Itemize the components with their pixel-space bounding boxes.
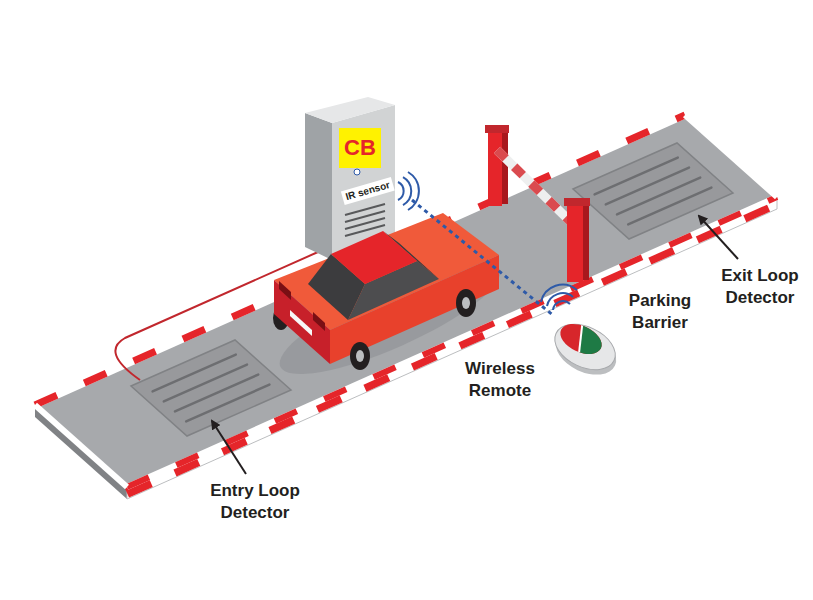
exit-loop-detector [573, 143, 733, 239]
signal-arc [547, 293, 573, 306]
groove [153, 355, 236, 392]
post-front [567, 204, 583, 282]
car-roof [331, 231, 417, 284]
post-cap [485, 125, 509, 133]
loop-grooves [153, 355, 270, 422]
groove [175, 375, 258, 412]
groove [606, 168, 689, 205]
remote-buttons [555, 318, 620, 362]
post-front [488, 131, 502, 206]
start-curb [35, 405, 127, 487]
post-side [502, 129, 508, 204]
signal-arc [398, 182, 404, 200]
signal-arc [408, 172, 419, 210]
road-outline [35, 115, 777, 487]
kiosk-vents [345, 204, 385, 236]
remote-body [548, 315, 623, 378]
signal-arc [553, 301, 570, 310]
parking-barrier [497, 150, 590, 282]
groove [164, 365, 247, 402]
button-divider [578, 318, 583, 362]
car-wheel [456, 289, 476, 317]
groove [617, 178, 700, 215]
node-text: CB [344, 137, 376, 159]
number-plate [290, 310, 312, 336]
leader-arrow [212, 421, 246, 474]
callout-label: Entry Loop Detector [195, 480, 315, 524]
post-side [583, 202, 589, 280]
kiosk-side [305, 113, 332, 260]
near-curb-stripes [127, 197, 777, 487]
boom-shade [497, 150, 575, 226]
wireless-remote [548, 315, 624, 383]
loop-grooves [595, 158, 712, 225]
wheel-hub [356, 350, 364, 362]
leader-arrow [699, 216, 738, 259]
signal-arc [403, 177, 411, 205]
tail-light [279, 281, 291, 300]
signal-beam [412, 200, 554, 316]
car-wheel [350, 342, 370, 370]
callout-label: Parking Barrier [610, 290, 710, 334]
sensor-led [354, 169, 360, 175]
wireless-signal [398, 172, 577, 316]
wheel-hub [462, 297, 470, 309]
groove [595, 158, 678, 195]
callout-label: Wireless Remote [450, 358, 550, 402]
entry-loop-detector [131, 340, 291, 436]
cb-display: CB [339, 128, 381, 168]
road-near-side [127, 197, 777, 499]
far-curb-stripes [35, 115, 685, 405]
tail-light [313, 312, 325, 331]
green-button [578, 318, 620, 362]
far-curb [35, 115, 685, 405]
groove [628, 188, 711, 225]
post-cap [564, 198, 590, 206]
road-platform [35, 115, 777, 499]
kiosk-top [305, 97, 395, 123]
barrier-post-far [485, 125, 509, 206]
near-curb [127, 197, 777, 487]
signal-arc [541, 285, 577, 302]
boom-stripes [497, 150, 575, 226]
loop-plate [131, 340, 291, 436]
callout-label: Exit Loop Detector [705, 265, 813, 309]
groove [186, 385, 269, 422]
near-side-stripes [127, 203, 777, 493]
road-surface [35, 115, 777, 487]
boom [497, 150, 575, 226]
loop-plate [573, 143, 733, 239]
